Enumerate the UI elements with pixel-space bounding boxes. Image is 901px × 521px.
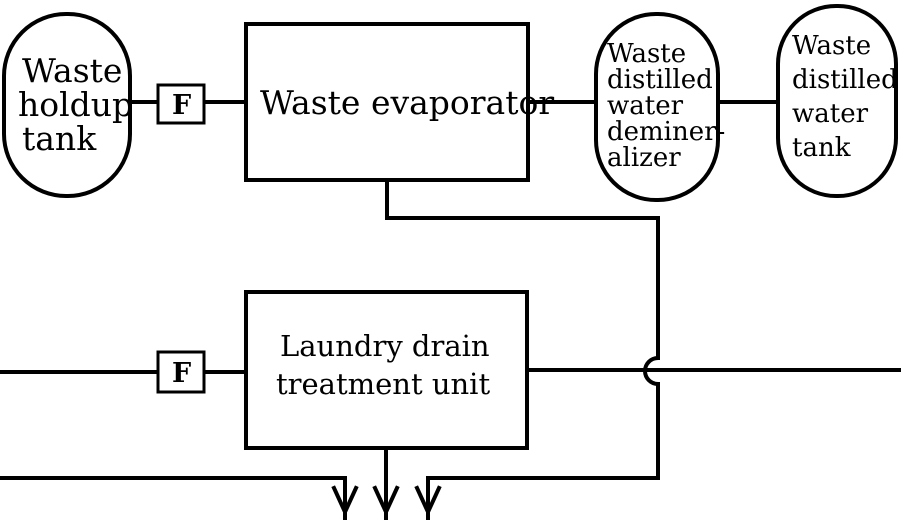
svg-text:Waste evaporator: Waste evaporator: [260, 83, 554, 122]
svg-text:Laundry drain: Laundry drain: [280, 329, 490, 363]
arrow-down-icon: [331, 485, 359, 520]
svg-text:distilled: distilled: [792, 65, 898, 95]
svg-text:tank: tank: [22, 119, 97, 158]
arrow-down-icon: [414, 485, 442, 520]
waste-holdup-tank: Waste holdup tank: [2, 12, 133, 198]
svg-text:alizer: alizer: [607, 143, 681, 173]
arrow-down-icon: [372, 485, 400, 520]
filter-bottom: F: [156, 350, 206, 394]
svg-text:water: water: [607, 91, 684, 121]
svg-text:Waste: Waste: [22, 51, 122, 90]
svg-text:F: F: [172, 358, 191, 389]
laundry-drain-treatment-unit: Laundry drain treatment unit: [244, 290, 529, 450]
svg-text:deminer-: deminer-: [607, 117, 725, 147]
waste-distilled-water-demineralizer: Waste distilled water deminer- alizer: [594, 12, 725, 202]
evaporator-bottom-return-line: [385, 178, 660, 480]
filter-top: F: [156, 83, 206, 125]
svg-text:Waste: Waste: [792, 31, 871, 61]
svg-text:Waste: Waste: [607, 39, 686, 69]
waste-distilled-water-tank: Waste distilled water tank: [776, 4, 898, 198]
svg-text:distilled: distilled: [607, 65, 713, 95]
svg-text:water: water: [792, 99, 869, 129]
waste-evaporator: Waste evaporator: [244, 22, 554, 182]
svg-text:F: F: [172, 90, 191, 121]
svg-text:holdup: holdup: [18, 85, 133, 124]
outlet-arrows: [331, 485, 442, 520]
svg-text:tank: tank: [792, 133, 851, 163]
svg-text:treatment unit: treatment unit: [276, 367, 490, 401]
